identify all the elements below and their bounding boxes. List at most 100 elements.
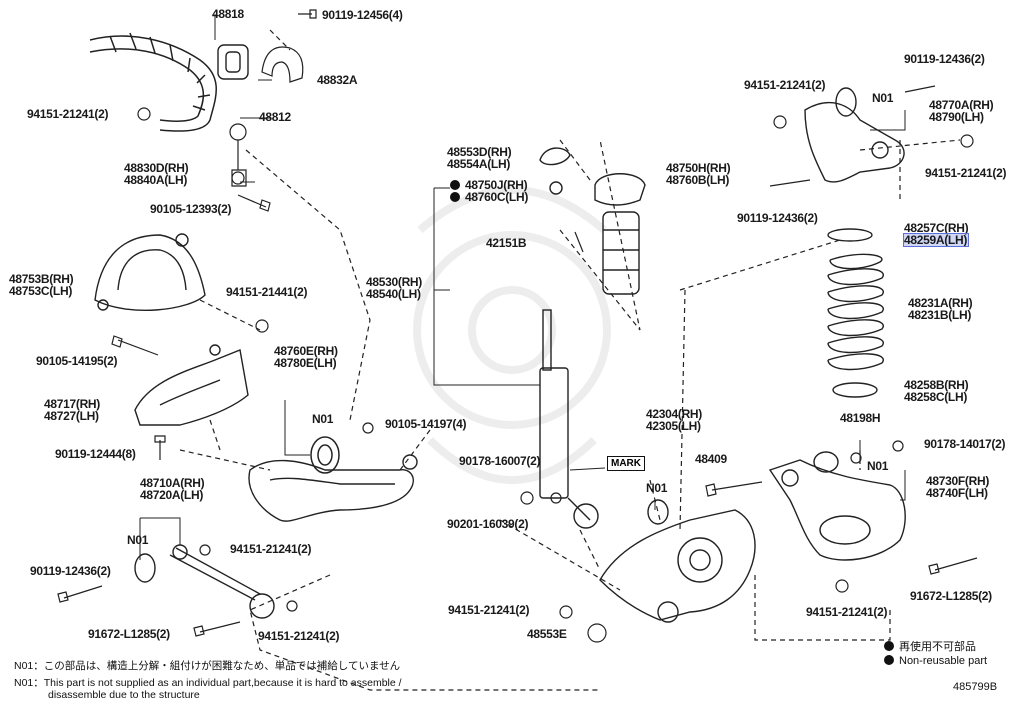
legend-jp: 再使用不可部品 xyxy=(884,638,976,654)
footnote-jp-text: この部品は、構造上分解・組付けが困難なため、単品では補給していません xyxy=(43,660,401,672)
rear-lower-arm xyxy=(768,451,906,561)
part-number-lh: 48753C(LH) xyxy=(9,284,73,298)
bolts-top xyxy=(137,9,317,212)
part-number-lh: 48540(LH) xyxy=(366,287,421,301)
part-label-48257C[interactable]: 48257C(RH) 48259A(LH) xyxy=(902,221,970,247)
part-label-48710A[interactable]: 48710A(RH) 48720A(LH) xyxy=(140,476,205,502)
part-number-lh: 48720A(LH) xyxy=(140,488,204,502)
callout-n01-rear-arm: N01 xyxy=(867,459,889,473)
part-label-94151-21241-c[interactable]: 94151-21241(2) xyxy=(258,629,340,643)
footnote-en: N01：This part is not supplied as an indi… xyxy=(14,677,402,689)
legend-dot-icon xyxy=(884,641,894,651)
non-reusable-dot xyxy=(450,180,460,190)
stabilizer-link xyxy=(229,123,247,187)
part-label-42151B[interactable]: 42151B xyxy=(486,236,527,250)
part-number-rh: 48750H(RH) xyxy=(666,161,731,175)
part-number-rh: 48530(RH) xyxy=(366,275,422,289)
part-label-94151-21241-e[interactable]: 94151-21241(2) xyxy=(744,78,826,92)
part-number-rh: 48710A(RH) xyxy=(140,476,205,490)
part-number-rh: 48257C(RH) xyxy=(904,221,969,235)
part-label-94151-21241-b[interactable]: 94151-21241(2) xyxy=(230,542,312,556)
part-number-rh: 48717(RH) xyxy=(44,397,100,411)
part-label-90105-14197[interactable]: 90105-14197(4) xyxy=(385,417,467,431)
nut-94151-21441 xyxy=(255,319,269,333)
stabilizer-bar xyxy=(89,32,217,132)
arm-bushing xyxy=(310,436,340,474)
part-label-91672-L1285-b[interactable]: 91672-L1285(2) xyxy=(910,589,992,603)
stabilizer-bushing xyxy=(217,44,249,80)
part-label-48409[interactable]: 48409 xyxy=(695,452,727,466)
part-label-94151-21241-f[interactable]: 94151-21241(2) xyxy=(925,166,1007,180)
legend-en-text: Non-reusable part xyxy=(899,655,988,667)
part-label-90119-12436-c[interactable]: 90119-12436(2) xyxy=(737,211,818,225)
part-label-48818[interactable]: 48818 xyxy=(212,7,244,21)
part-number-lh: 48760C(LH) xyxy=(450,191,528,203)
part-label-48258B[interactable]: 48258B(RH) 48258C(LH) xyxy=(904,379,969,404)
callout-n01-upper-arm: N01 xyxy=(872,91,894,105)
part-label-48812[interactable]: 48812 xyxy=(259,110,291,124)
part-label-42304[interactable]: 42304(RH) 42305(LH) xyxy=(646,408,702,432)
footnote-en-key: N01： xyxy=(14,677,44,689)
part-label-48760E[interactable]: 48760E(RH) 48780E(LH) xyxy=(274,345,338,369)
legend-dot-icon xyxy=(884,655,894,665)
bolt-90105-14195 xyxy=(111,335,159,356)
part-number-text: 48750J(RH) xyxy=(465,178,528,192)
part-label-48730F[interactable]: 48730F(RH) 48740F(LH) xyxy=(926,475,989,499)
part-number-rh: 48231A(RH) xyxy=(908,296,973,310)
part-label-48830D[interactable]: 48830D(RH) 48840A(LH) xyxy=(124,161,189,186)
part-number-rh: 42304(RH) xyxy=(646,407,702,421)
part-label-91672-L1285-a[interactable]: 91672-L1285(2) xyxy=(88,627,170,641)
part-label-90201-16039[interactable]: 90201-16039(2) xyxy=(447,517,529,531)
part-label-90178-14017[interactable]: 90178-14017(2) xyxy=(924,437,1006,451)
watermark-emblem xyxy=(413,186,611,484)
part-label-90119-12436-a[interactable]: 90119-12436(2) xyxy=(30,564,111,578)
arm-bracket xyxy=(134,344,249,426)
legend-jp-text: 再使用不可部品 xyxy=(899,641,976,653)
part-number-lh: 48554A(LH) xyxy=(447,157,511,171)
part-label-48770A[interactable]: 48770A(RH) 48790(LH) xyxy=(929,98,994,123)
part-label-48198H[interactable]: 48198H xyxy=(840,411,881,425)
part-number-lh: 48780E(LH) xyxy=(274,356,337,370)
part-label-48530[interactable]: 48530(RH) 48540(LH) xyxy=(366,276,422,300)
legend-en: Non-reusable part xyxy=(884,655,987,667)
part-number-lh: 48740F(LH) xyxy=(926,486,988,500)
shock-absorber xyxy=(539,309,599,529)
part-label-48753B[interactable]: 48753B(RH) 48753C(LH) xyxy=(9,272,74,298)
part-label-90178-16007[interactable]: 90178-16007(2) xyxy=(459,454,541,468)
part-number-rh: 48753B(RH) xyxy=(9,272,74,286)
part-label-90119-12436-b[interactable]: 90119-12436(2) xyxy=(904,52,985,66)
lower-control-arm xyxy=(248,454,418,522)
part-number-lh: 48258C(LH) xyxy=(904,390,968,404)
part-label-90119-12456[interactable]: 90119-12456(4) xyxy=(322,8,403,22)
part-number-rh: 48770A(RH) xyxy=(929,98,994,112)
part-number-rh: 48553D(RH) xyxy=(447,145,512,159)
part-label-90105-12393[interactable]: 90105-12393(2) xyxy=(150,202,232,216)
part-number-rh: 48750J(RH) xyxy=(450,179,528,191)
part-label-94151-21241-d[interactable]: 94151-21241(2) xyxy=(448,603,530,617)
part-label-48750H[interactable]: 48750H(RH) 48760B(LH) xyxy=(666,161,731,186)
part-label-90105-14195[interactable]: 90105-14195(2) xyxy=(36,354,118,368)
part-label-94151-21241-h[interactable]: 94151-21241(2) xyxy=(806,605,888,619)
part-label-48832A[interactable]: 48832A xyxy=(317,73,358,87)
footnote-en-line1: This part is not supplied as an individu… xyxy=(43,677,402,689)
part-number-lh: 48231B(LH) xyxy=(908,308,972,322)
part-number-rh: 48730F(RH) xyxy=(926,474,990,488)
non-reusable-dot xyxy=(450,192,460,202)
steering-knuckle xyxy=(599,499,756,623)
part-label-94151-21441[interactable]: 94151-21441(2) xyxy=(226,285,308,299)
part-label-48750J[interactable]: 48750J(RH) 48760C(LH) xyxy=(450,179,528,203)
mark-callout: MARK xyxy=(607,456,645,471)
part-label-48231A[interactable]: 48231A(RH) 48231B(LH) xyxy=(908,296,973,322)
part-label-48553E[interactable]: 48553E xyxy=(527,627,567,641)
part-number-text: 48760C(LH) xyxy=(465,190,529,204)
part-number-rh: 48830D(RH) xyxy=(124,161,189,175)
part-label-90119-12444[interactable]: 90119-12444(8) xyxy=(55,447,136,461)
part-label-94151-21241-a[interactable]: 94151-21241(2) xyxy=(27,107,109,121)
part-label-48717[interactable]: 48717(RH) 48727(LH) xyxy=(44,398,100,422)
part-label-48553D[interactable]: 48553D(RH) 48554A(LH) xyxy=(447,145,512,171)
footnote-en-line2: disassemble due to the structure xyxy=(48,689,200,701)
footnote-jp: N01：この部品は、構造上分解・組付けが困難なため、単品では補給していません xyxy=(14,660,400,672)
part-number-lh-selected[interactable]: 48259A(LH) xyxy=(902,233,970,247)
shock-mount xyxy=(539,147,646,295)
